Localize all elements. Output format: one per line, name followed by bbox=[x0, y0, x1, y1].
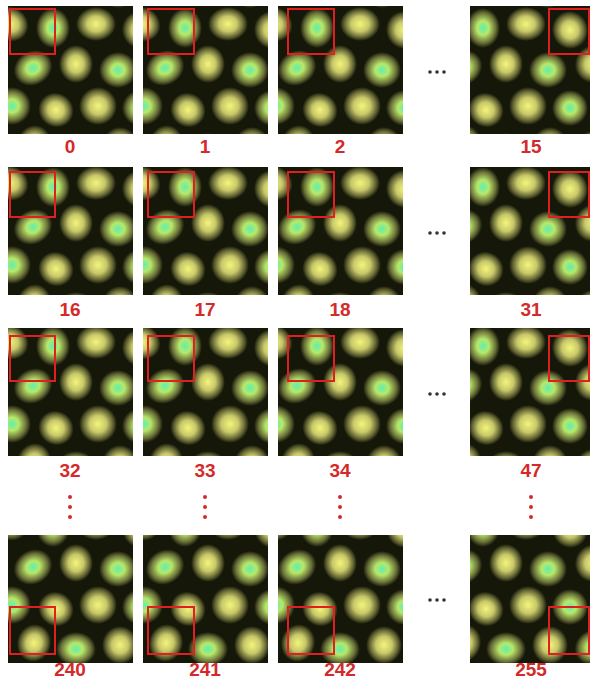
index-label: 240 bbox=[54, 659, 86, 681]
index-label: 0 bbox=[65, 136, 76, 158]
index-label: 2 bbox=[335, 136, 346, 158]
index-label: 16 bbox=[59, 299, 80, 321]
index-label: 15 bbox=[520, 136, 541, 158]
index-label: 31 bbox=[520, 299, 541, 321]
index-label: 1 bbox=[200, 136, 211, 158]
index-label: 33 bbox=[194, 460, 215, 482]
index-label: 47 bbox=[520, 460, 541, 482]
index-label: 255 bbox=[515, 659, 547, 681]
index-label: 34 bbox=[329, 460, 350, 482]
index-label: 241 bbox=[189, 659, 221, 681]
index-label: 18 bbox=[329, 299, 350, 321]
index-label: 17 bbox=[194, 299, 215, 321]
index-label: 32 bbox=[59, 460, 80, 482]
index-label: 242 bbox=[324, 659, 356, 681]
horizontal-ellipsis bbox=[428, 70, 446, 602]
window-squares bbox=[10, 9, 589, 654]
vertical-ellipsis bbox=[68, 495, 533, 519]
